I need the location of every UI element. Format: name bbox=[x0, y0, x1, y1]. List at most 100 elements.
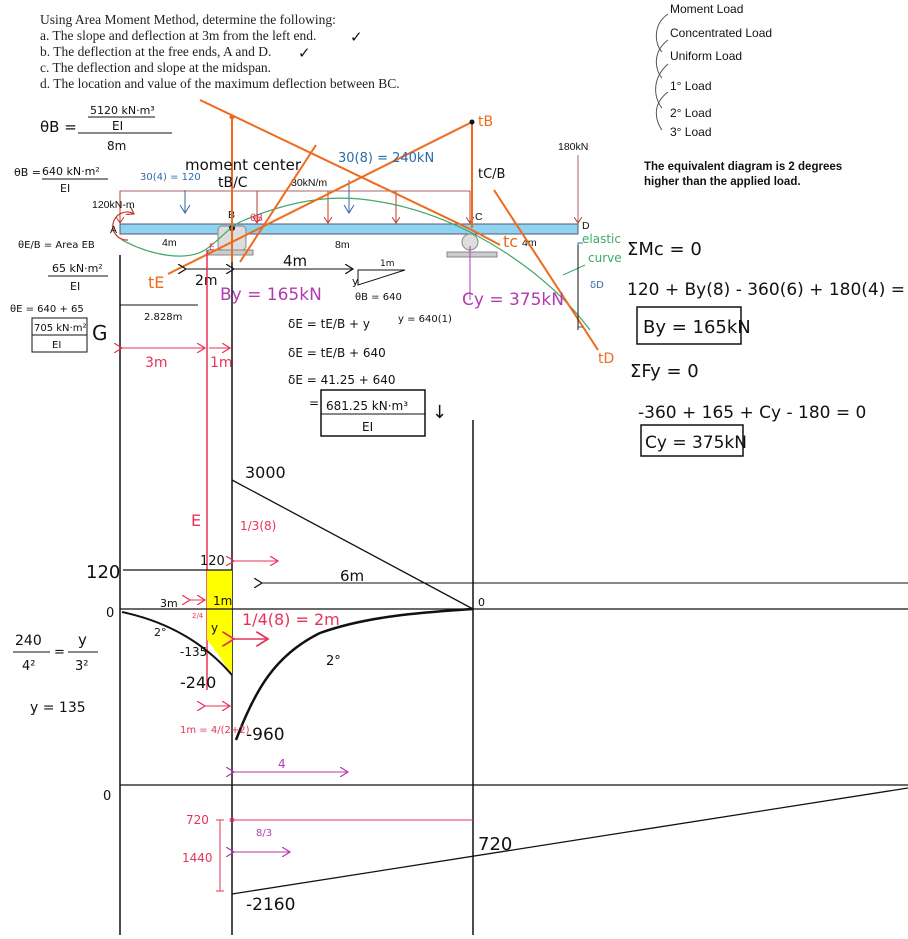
degree-label: 2° bbox=[154, 626, 167, 639]
legend-note: The equivalent diagram is 2 degrees bbox=[644, 161, 842, 173]
span-label: 4m bbox=[162, 237, 177, 249]
check-icon: ✓ bbox=[350, 28, 363, 46]
elastic-curve-label: elastic bbox=[582, 232, 621, 246]
question-block: Using Area Moment Method, determine the … bbox=[40, 12, 400, 91]
point-marker bbox=[469, 119, 475, 125]
deflection-eq: δE = tE/B + y bbox=[288, 317, 370, 331]
small-fraction: 2/4 bbox=[192, 612, 204, 620]
deflection-numerator: 681.25 kN·m³ bbox=[326, 399, 408, 413]
y-equation: y = 640(1) bbox=[398, 314, 452, 325]
value-label: -2160 bbox=[246, 895, 295, 915]
point-marker bbox=[229, 114, 235, 120]
point-d-label: D bbox=[582, 220, 590, 232]
value-label: 0 bbox=[103, 789, 111, 804]
span-label: 8m bbox=[335, 239, 350, 251]
legend-item: Uniform Load bbox=[670, 49, 742, 63]
value-label: 0 bbox=[106, 606, 114, 621]
moment-line bbox=[231, 787, 908, 895]
legend-item: 2° Load bbox=[670, 106, 712, 120]
by-reaction-label: By = 165kN bbox=[220, 285, 322, 305]
e-label: E bbox=[209, 243, 215, 253]
question-item-d: d. The location and value of the maximum… bbox=[40, 76, 400, 91]
degree-label: 2° bbox=[326, 654, 341, 669]
equals: = bbox=[54, 645, 65, 660]
elastic-curve bbox=[121, 197, 591, 331]
ratio-denominator: 3² bbox=[75, 659, 88, 674]
resultant-120-label: 30(4) = 120 bbox=[140, 172, 201, 183]
dim-4m-label: 4m bbox=[283, 252, 307, 270]
legend-item: 3° Load bbox=[670, 125, 712, 139]
moment-curve-right bbox=[234, 607, 474, 741]
check-icon: ✓ bbox=[298, 44, 311, 62]
legend-item: 1° Load bbox=[670, 79, 712, 93]
lower-moment-diagram: 0 720 1440 8/3 720 -2160 bbox=[103, 784, 908, 915]
down-arrow-icon: ↓ bbox=[432, 402, 447, 423]
deflection-eq: δE = 41.25 + 640 bbox=[288, 373, 396, 387]
thetaB-numerator: 5120 kN·m³ bbox=[90, 104, 155, 117]
tangent-line-tb bbox=[167, 121, 473, 275]
uniform-load-region bbox=[119, 190, 471, 225]
y-label: y bbox=[211, 621, 218, 635]
question-item-a: a. The slope and deflection at 3m from t… bbox=[40, 28, 316, 43]
value-label: 3000 bbox=[245, 463, 286, 482]
thetaB-label: θB = bbox=[40, 118, 77, 136]
slope-calculations: θB = 5120 kN·m³ EI 8m θB = 640 kN·m² EI … bbox=[10, 104, 172, 353]
tc-label: tc bbox=[503, 232, 518, 251]
point-e-label: E bbox=[191, 511, 201, 530]
value-label: 1440 bbox=[182, 851, 213, 865]
dim-1m-label: 1m bbox=[210, 355, 233, 371]
thetaE-label: θE = 640 + 65 bbox=[10, 304, 84, 315]
small-thetab-label: θB = 640 bbox=[355, 292, 402, 303]
thetaE-denominator: EI bbox=[52, 340, 61, 351]
by-result: By = 165kN bbox=[643, 317, 751, 338]
equation: -360 + 165 + Cy - 180 = 0 bbox=[638, 403, 866, 423]
pointer-arrow bbox=[562, 264, 586, 276]
ratio-numerator: 240 bbox=[15, 633, 42, 649]
slope-triangle bbox=[357, 269, 406, 286]
value-label: 120 bbox=[200, 554, 225, 569]
equals: = bbox=[309, 396, 319, 410]
point-c-label: C bbox=[475, 211, 483, 223]
equation: ΣFy = 0 bbox=[630, 361, 699, 382]
uniform-load-label: 30kN/m bbox=[291, 177, 327, 189]
cy-reaction-label: Cy = 375kN bbox=[462, 290, 564, 310]
deflection-denominator: EI bbox=[362, 420, 373, 434]
legend-note: higher than the applied load. bbox=[644, 176, 801, 188]
dim-2828-label: 2.828m bbox=[144, 312, 182, 323]
deflection-eq: δE = tE/B + 640 bbox=[288, 346, 386, 360]
height-bracket bbox=[216, 819, 224, 892]
result-box bbox=[636, 306, 742, 345]
value-label: 120 bbox=[86, 562, 120, 583]
tangent-lines bbox=[167, 99, 599, 351]
moment-load-icon bbox=[112, 212, 134, 241]
moment-curve-left bbox=[121, 611, 233, 676]
support-base bbox=[446, 251, 498, 258]
thetaB2-denominator: EI bbox=[60, 182, 70, 195]
tangent-line bbox=[239, 144, 317, 263]
point-a-label: A bbox=[110, 224, 117, 236]
legend-item: Moment Load bbox=[670, 2, 743, 16]
thetaB-denominator: 8m bbox=[107, 139, 126, 153]
equilibrium-equations: ΣMc = 0 120 + By(8) - 360(6) + 180(4) = … bbox=[627, 239, 908, 457]
small-1m-label: 1m bbox=[380, 259, 395, 269]
beam bbox=[119, 223, 579, 235]
centroid-label: 1/3(8) bbox=[240, 519, 276, 533]
moment-load-label: 120kN-m bbox=[92, 199, 135, 211]
dim-3m-label: 3m bbox=[160, 597, 178, 610]
thetaEB-denominator: EI bbox=[70, 280, 80, 293]
elastic-curve-label: curve bbox=[588, 251, 622, 265]
dim-1m-label: 1m bbox=[213, 594, 232, 608]
resultant-arrow bbox=[343, 180, 355, 214]
thetab-label: θB bbox=[250, 213, 263, 224]
thetaE-numerator: 705 kN·m² bbox=[34, 323, 86, 334]
delta-d-label: δD bbox=[590, 280, 604, 291]
tb-label: tB bbox=[478, 114, 493, 130]
ratio-numerator: y bbox=[78, 631, 87, 649]
value-label: -135 bbox=[180, 645, 207, 659]
value-label: 0 bbox=[478, 596, 485, 609]
tbc-label: tB/C bbox=[218, 175, 248, 191]
one-m-equation: 1m = 4/(2+2) bbox=[180, 725, 250, 736]
question-item-b: b. The deflection at the free ends, A an… bbox=[40, 44, 271, 59]
